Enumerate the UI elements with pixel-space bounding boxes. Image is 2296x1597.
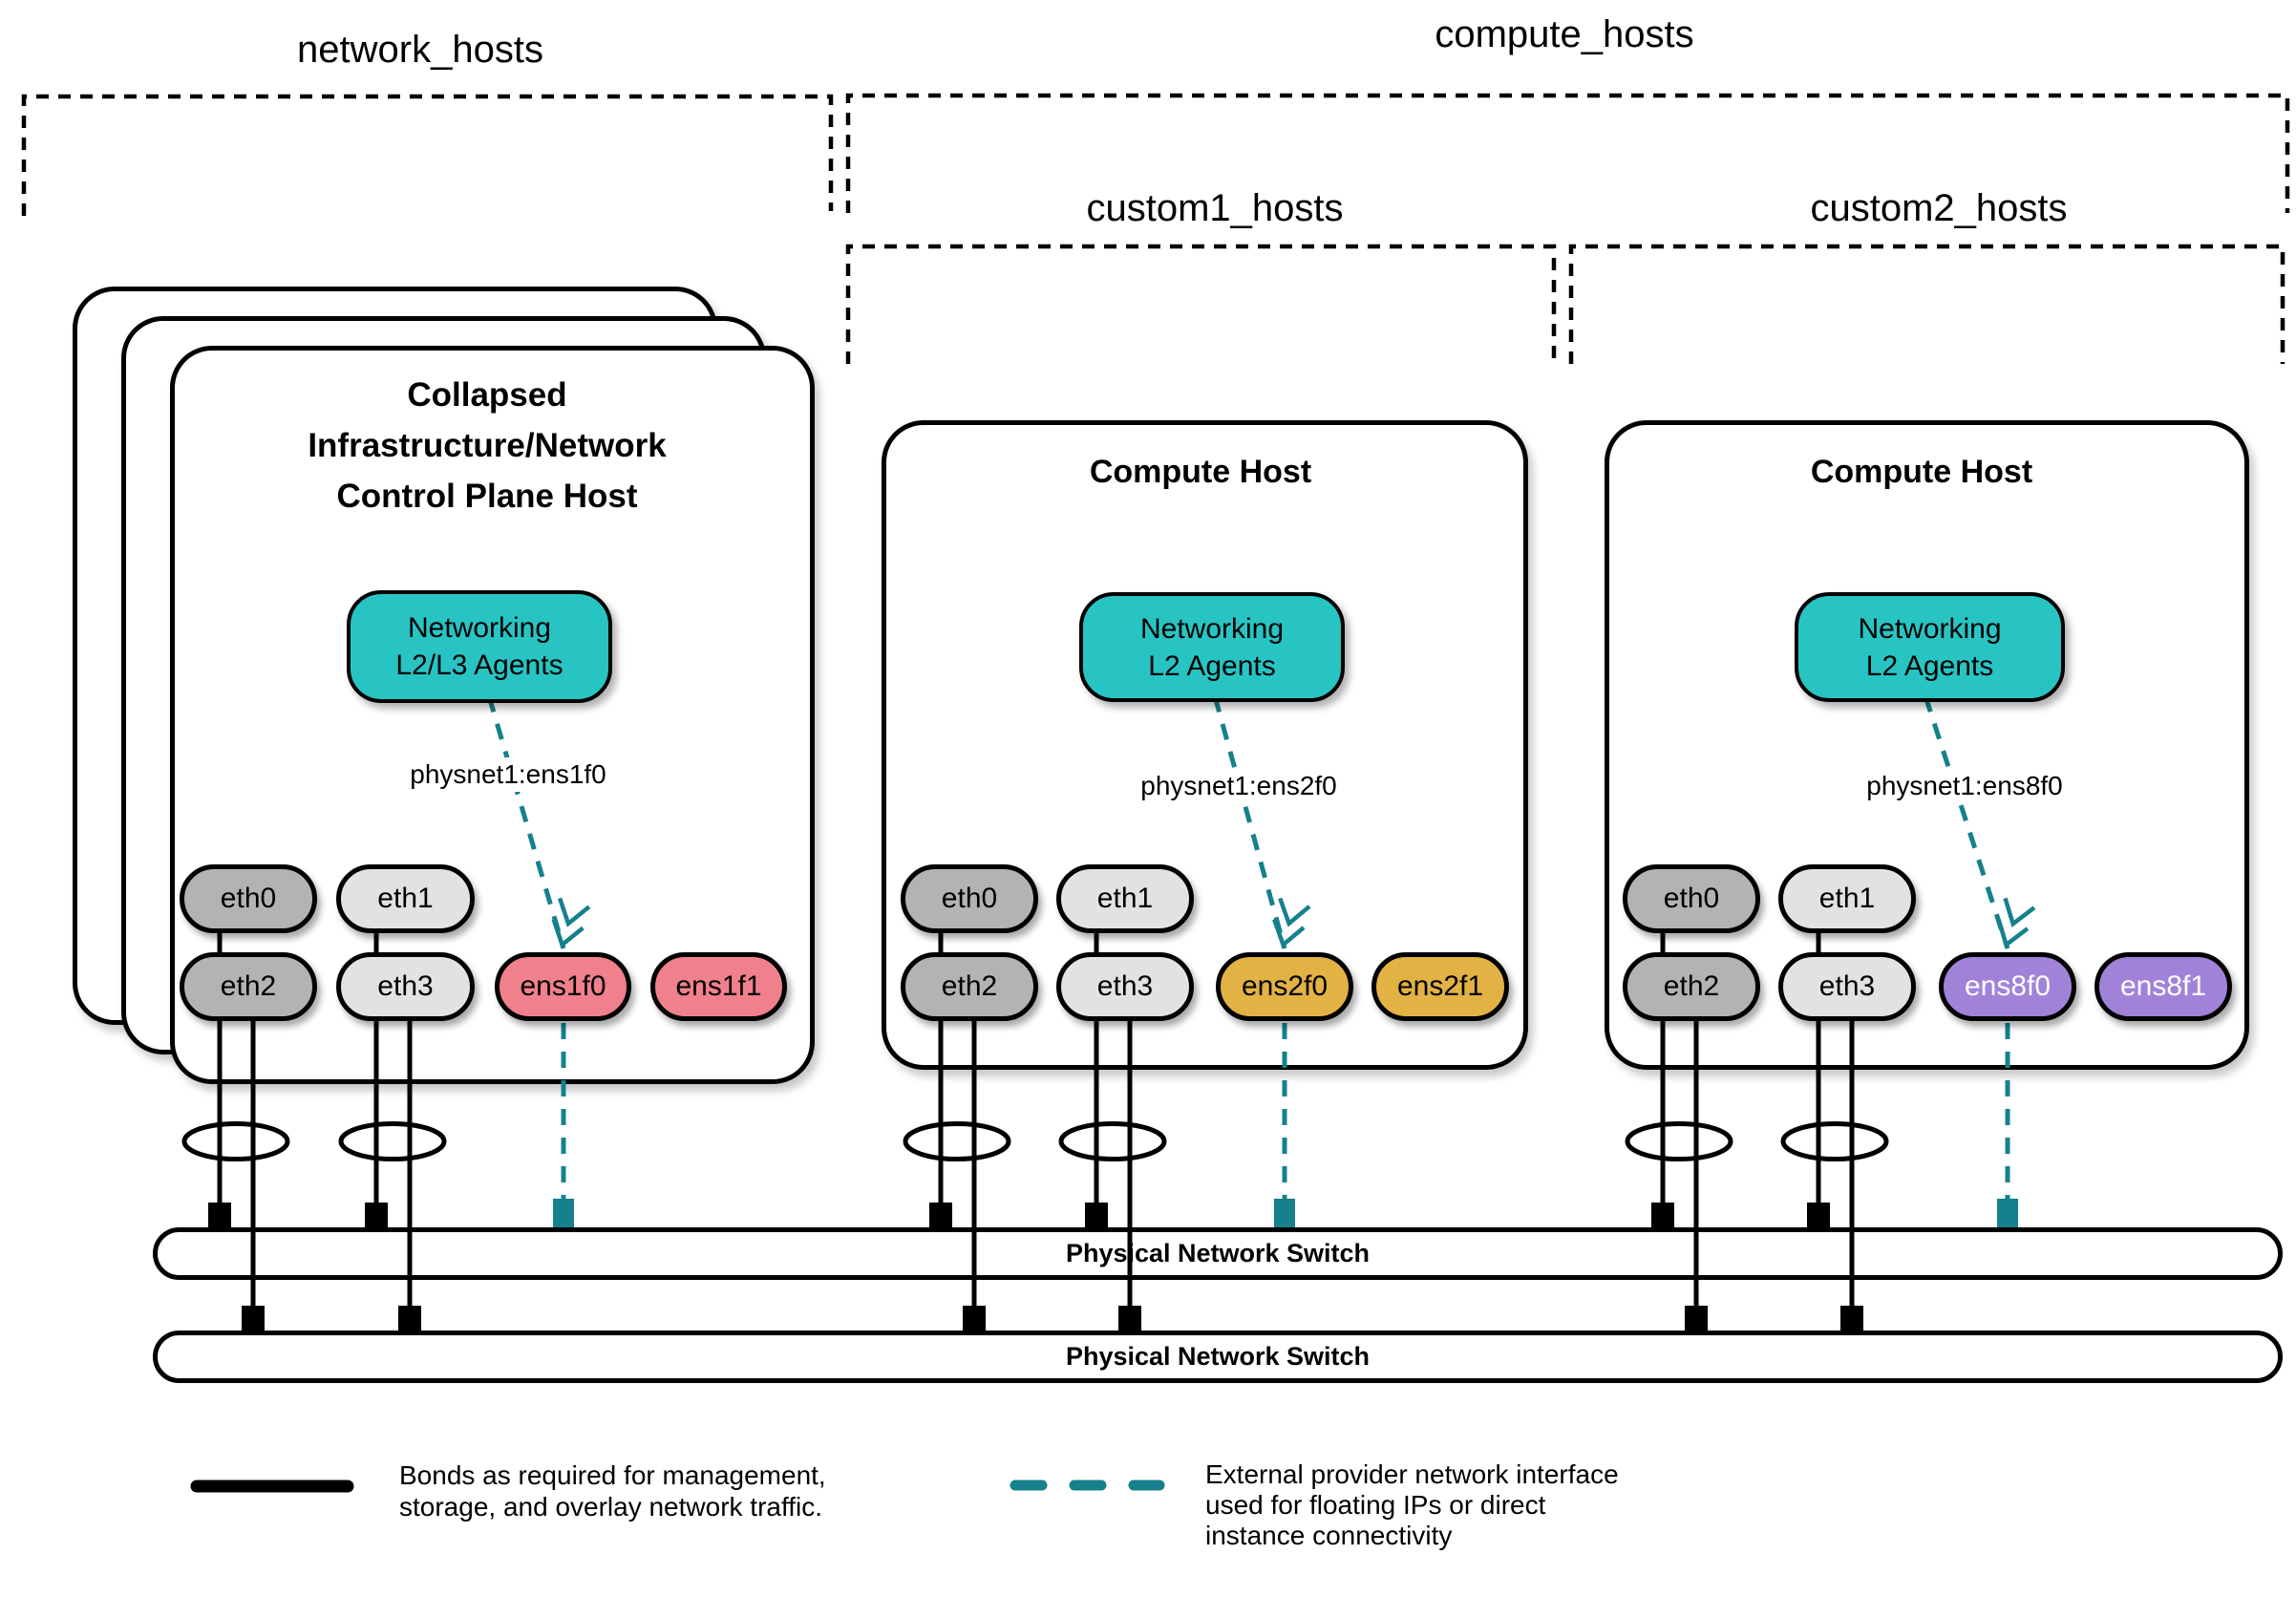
custom2-hosts-bracket <box>1568 244 2285 364</box>
bond-ellipses <box>181 1121 1889 1161</box>
control-plane-host-title: Collapsed Infrastructure/Network Control… <box>308 376 667 515</box>
compute-host-2-title: Compute Host <box>1810 454 2033 490</box>
compute-host-1-title: Compute Host <box>1089 454 1312 490</box>
nic-pill-ens2f1: ens2f1 <box>1371 952 1509 1021</box>
compute-host-2-agent-box: Networking L2 Agents <box>1795 592 2065 702</box>
compute-host-1-agent-box: Networking L2 Agents <box>1079 592 1345 702</box>
physical-network-switch-2 <box>153 1331 2283 1383</box>
nic-pill-ens2f0: ens2f0 <box>1216 952 1353 1021</box>
switch1-connectors <box>208 1203 1830 1227</box>
switch-2-label: Physical Network Switch <box>1065 1342 1371 1371</box>
compute-host-1-physnet-label: physnet1:ens2f0 <box>1133 769 1345 803</box>
switch-1-label: Physical Network Switch <box>1065 1239 1371 1267</box>
switch1-provider-connectors <box>553 1199 2018 1227</box>
group-label-network-hosts: network_hosts <box>297 29 543 71</box>
nic-pill-eth3: eth3 <box>1056 952 1194 1021</box>
nic-pill-eth0: eth0 <box>1623 864 1760 933</box>
nic-pill-eth2: eth2 <box>1623 952 1760 1021</box>
network-hosts-bracket <box>21 94 834 216</box>
nic-pill-eth0: eth0 <box>901 864 1038 933</box>
switch2-connectors <box>242 1306 1863 1331</box>
group-label-compute-hosts: compute_hosts <box>1435 13 1694 55</box>
compute-host-2-physnet-label: physnet1:ens8f0 <box>1859 769 2071 803</box>
nic-pill-eth2: eth2 <box>180 952 317 1021</box>
nic-pill-ens8f0: ens8f0 <box>1939 952 2076 1021</box>
nic-pill-eth2: eth2 <box>901 952 1038 1021</box>
legend-provider-text: External provider network interface used… <box>1205 1459 1619 1550</box>
group-label-custom2-hosts: custom2_hosts <box>1810 187 2068 229</box>
control-plane-agent-box: Networking L2/L3 Agents <box>347 590 612 703</box>
nic-pill-ens1f0: ens1f0 <box>495 952 631 1021</box>
nic-pill-eth1: eth1 <box>336 864 475 933</box>
physical-network-switch-1 <box>153 1227 2283 1280</box>
nic-pill-eth1: eth1 <box>1056 864 1194 933</box>
nic-pill-eth0: eth0 <box>180 864 317 933</box>
group-label-custom1-hosts: custom1_hosts <box>1086 187 1344 229</box>
nic-pill-eth1: eth1 <box>1778 864 1916 933</box>
custom1-hosts-bracket <box>845 244 1557 364</box>
nic-pill-eth3: eth3 <box>1778 952 1916 1021</box>
legend-bond-text: Bonds as required for management, storag… <box>399 1460 826 1522</box>
nic-pill-eth3: eth3 <box>336 952 475 1021</box>
compute-hosts-bracket <box>845 93 2290 213</box>
nic-pill-ens8f1: ens8f1 <box>2094 952 2232 1021</box>
control-plane-physnet-label: physnet1:ens1f0 <box>402 757 614 792</box>
nic-pill-ens1f1: ens1f1 <box>650 952 787 1021</box>
